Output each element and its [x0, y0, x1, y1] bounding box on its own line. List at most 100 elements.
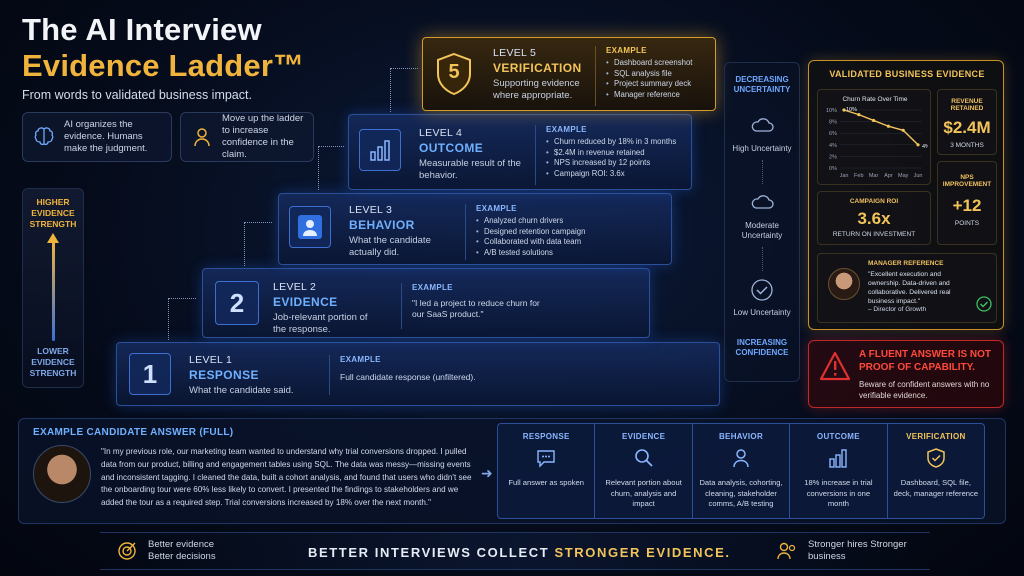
info-box-ai-text: AI organizes the evidence. Humans make t…: [64, 119, 148, 154]
warning-triangle-icon: [819, 351, 851, 381]
chart-point: [842, 108, 846, 112]
mapping-verification-head: VERIFICATION: [906, 432, 966, 441]
mapping-response: RESPONSE Full answer as spoken: [498, 424, 596, 518]
warning-box: A FLUENT ANSWER IS NOT PROOF OF CAPABILI…: [808, 340, 1004, 408]
person-icon: [298, 215, 322, 239]
chat-icon: [537, 450, 555, 468]
chart-y-tick-label: 2%: [829, 154, 837, 160]
target-icon: [118, 542, 136, 560]
validated-evidence-panel: VALIDATED BUSINESS EVIDENCE Churn Rate O…: [808, 60, 1004, 330]
shield-check-icon: [927, 448, 945, 468]
level-2-example-head: EXAMPLE: [412, 283, 453, 292]
connector-4-5: [390, 68, 391, 112]
chart-point: [886, 124, 890, 128]
cloud-icon: [751, 195, 774, 209]
chart-title: Churn Rate Over Time: [842, 96, 908, 103]
level-1-badge: 1: [129, 353, 171, 395]
mapping-outcome: OUTCOME 18% increase in trial conversion…: [790, 424, 888, 518]
mapping-outcome-head: OUTCOME: [816, 432, 860, 441]
roi-sub: RETURN ON INVESTMENT: [832, 231, 916, 238]
uncertainty-low-label: Low Uncertainty: [733, 308, 791, 317]
validated-title: VALIDATED BUSINESS EVIDENCE: [829, 69, 985, 79]
chart-y-tick-label: 4%: [829, 143, 837, 149]
chart-x-tick-label: Feb: [854, 173, 863, 179]
arrow-right-icon: ➜: [481, 465, 493, 481]
level-1-name: RESPONSE: [189, 368, 259, 382]
revenue-value: $2.4M: [943, 118, 991, 137]
chart-x-tick-label: Jan: [840, 173, 849, 179]
manager-ref-quote: "Excellent execution and ownership. Data…: [868, 271, 951, 305]
uncertainty-top-label: DECREASING UNCERTAINTY: [733, 75, 791, 94]
connector-1-2: [168, 298, 169, 340]
mapping-evidence: EVIDENCE Relevant portion about churn, a…: [595, 424, 693, 518]
level-3-desc: What the candidate actually did.: [349, 235, 431, 258]
ladder-step-level-5: 5 LEVEL 5 VERIFICATION Supporting eviden…: [422, 37, 716, 111]
level-5-example-item: SQL analysis file: [606, 69, 713, 80]
manager-ref-head: MANAGER REFERENCE: [868, 260, 944, 267]
level-5-badge: 5: [435, 52, 473, 96]
churn-chart-card: Churn Rate Over Time 0% 2% 4% 6% 8% 10% Jan Feb…: [817, 89, 931, 185]
page-title-line2: Evidence Ladder™: [22, 48, 305, 83]
level-3-example-item: A/B tested solutions: [476, 248, 665, 259]
manager-ref-author: – Director of Growth: [868, 306, 927, 313]
level-4-example-head: EXAMPLE: [546, 125, 587, 134]
chart-point: [857, 113, 861, 117]
level-3-example-item: Collaborated with data team: [476, 237, 665, 248]
example-answer-quote: "In my previous role, our marketing team…: [101, 447, 472, 508]
mapping-verification-text: Dashboard, SQL file, deck, manager refer…: [893, 478, 979, 498]
level-4-example-item: Campaign ROI: 3.6x: [546, 169, 689, 180]
level-5-example-item: Project summary deck: [606, 79, 713, 90]
level-1-example-text: Full candidate response (unfiltered).: [340, 372, 476, 382]
uncertainty-high-label: High Uncertainty: [732, 144, 792, 153]
uncertainty-moderate-label: Moderate Uncertainty: [741, 221, 783, 240]
level-4-example-item: $2.4M in revenue retained: [546, 148, 689, 159]
chart-y-tick-label: 6%: [829, 131, 837, 137]
level-4-desc: Measurable result of the behavior.: [419, 158, 521, 181]
check-circle-icon: [751, 279, 773, 301]
chart-x-tick-label: Jun: [914, 173, 923, 179]
uncertainty-bottom-label: INCREASING CONFIDENCE: [735, 338, 789, 357]
level-5-example-item: Dashboard screenshot: [606, 58, 713, 69]
level-3-example-head: EXAMPLE: [476, 204, 517, 213]
level-3-example-item: Designed retention campaign: [476, 227, 665, 238]
connector-4-5-h: [390, 68, 418, 69]
chart-y-tick-label: 0%: [829, 166, 837, 172]
info-box-ai: AI organizes the evidence. Humans make t…: [22, 112, 172, 162]
level-5-name: VERIFICATION: [493, 61, 582, 75]
mapping-outcome-text: 18% increase in trial conversions in one…: [804, 478, 873, 508]
connector-1-2-h: [168, 298, 196, 299]
mapping-evidence-text: Relevant portion about churn, analysis a…: [605, 478, 682, 508]
chart-x-tick-label: Apr: [884, 173, 893, 179]
level-3-name: BEHAVIOR: [349, 218, 415, 232]
footer-tagline-white: BETTER INTERVIEWS COLLECT: [308, 545, 555, 560]
evidence-mapping: RESPONSE Full answer as spoken EVIDENCE …: [497, 423, 985, 519]
chart-point: [916, 143, 920, 147]
level-2-label: LEVEL 2: [273, 281, 317, 293]
level-2-example-text: "I led a project to reduce churn for our…: [412, 298, 540, 319]
example-answer-title: EXAMPLE CANDIDATE ANSWER (FULL): [33, 427, 234, 438]
candidate-avatar: [33, 445, 91, 503]
chart-data-label: 10%: [846, 107, 857, 113]
info-box-ladder-text: Move up the ladder to increase confidenc…: [222, 113, 304, 160]
level-3-example: EXAMPLE Analyzed churn drivers Designed …: [465, 204, 665, 260]
level-4-example-item: Churn reduced by 18% in 3 months: [546, 137, 689, 148]
level-1-example-head: EXAMPLE: [340, 355, 381, 364]
mapping-response-text: Full answer as spoken: [508, 478, 584, 487]
manager-reference-card: MANAGER REFERENCE "Excellent execution a…: [817, 253, 997, 323]
revenue-card: REVENUE RETAINED $2.4M 3 MONTHS: [937, 89, 997, 155]
level-2-name: EVIDENCE: [273, 295, 338, 309]
level-1-label: LEVEL 1: [189, 354, 233, 366]
chart-y-tick-label: 8%: [829, 120, 837, 126]
connector-2-3: [244, 222, 245, 266]
example-answer-panel: EXAMPLE CANDIDATE ANSWER (FULL) "In my p…: [18, 418, 1006, 524]
connector-3-4: [318, 146, 319, 190]
chart-point: [901, 128, 905, 132]
mapping-response-head: RESPONSE: [522, 432, 570, 441]
level-1-example: EXAMPLE Full candidate response (unfilte…: [329, 355, 629, 395]
connector-2-3-h: [244, 222, 272, 223]
warning-text: Beware of confident answers with no veri…: [859, 380, 990, 400]
mapping-behavior: BEHAVIOR Data analysis, cohorting, clean…: [693, 424, 791, 518]
nps-value: +12: [952, 196, 982, 215]
ladder-step-level-1: 1 LEVEL 1 RESPONSE What the candidate sa…: [116, 342, 720, 406]
ladder-step-level-4: LEVEL 4 OUTCOME Measurable result of the…: [348, 114, 692, 190]
